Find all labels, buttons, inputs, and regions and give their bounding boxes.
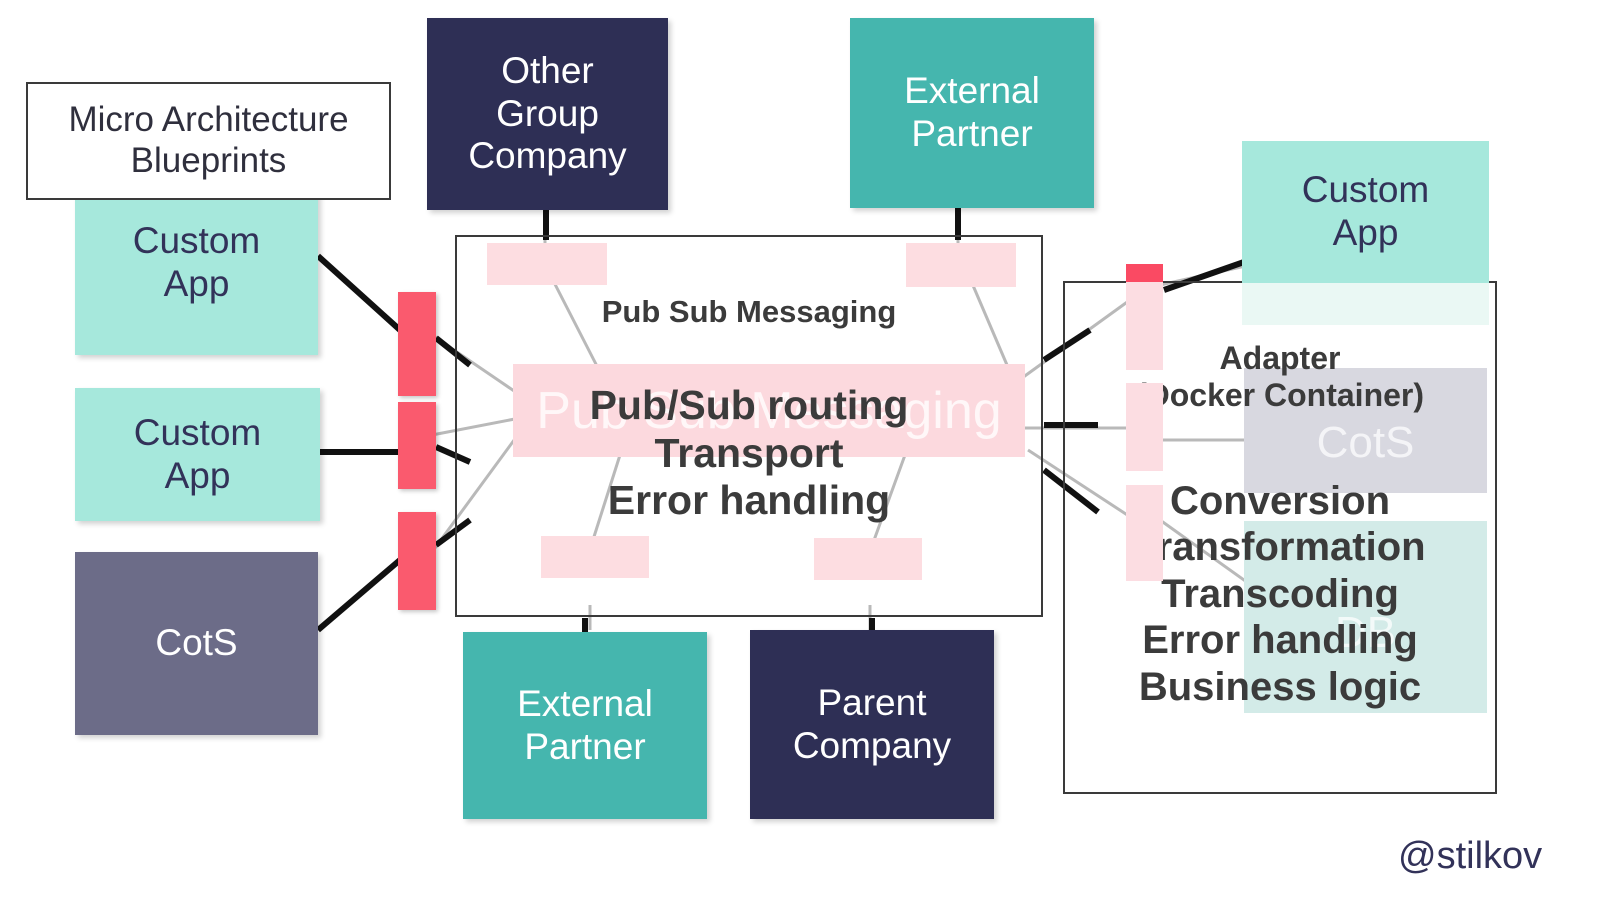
connector-bar-right-1-cap — [1126, 264, 1163, 282]
pink-plate-bottom-left — [541, 536, 649, 578]
adapter-db-ghost-plate: DB — [1244, 521, 1487, 713]
actor-cots-left[interactable]: CotS — [75, 552, 318, 735]
actor-custom-app-left-1[interactable]: Custom App — [75, 170, 318, 355]
pub-sub-messaging-ghost-plate: Pub Sub Messaging — [513, 364, 1025, 457]
pub-sub-messaging-panel — [455, 235, 1043, 617]
pink-plate-top-left — [487, 243, 607, 285]
actor-parent-company[interactable]: Parent Company — [750, 630, 994, 819]
pub-sub-messaging-heading: Pub Sub Messaging — [601, 294, 897, 329]
actor-custom-app-right[interactable]: Custom App — [1242, 141, 1489, 283]
actor-custom-app-left-2[interactable]: Custom App — [75, 388, 320, 521]
pink-plate-top-right — [906, 243, 1016, 287]
author-watermark: @stilkov — [1398, 835, 1543, 877]
adapter-cots-ghost-label: CotS — [1316, 417, 1415, 467]
connector-bar-left-1[interactable] — [398, 292, 436, 396]
actor-external-partner-bottom[interactable]: External Partner — [463, 632, 707, 819]
connector-bar-right-3[interactable] — [1126, 485, 1163, 581]
actor-other-group-company[interactable]: Other Group Company — [427, 18, 668, 210]
custom-app-right-fade — [1242, 283, 1489, 325]
blueprint-title-card: Micro Architecture Blueprints — [26, 82, 391, 200]
connector-bar-right-2[interactable] — [1126, 383, 1163, 471]
connector-bar-left-3[interactable] — [398, 512, 436, 610]
adapter-db-ghost-label: DB — [1334, 608, 1397, 657]
actor-external-partner-top[interactable]: External Partner — [850, 18, 1094, 208]
pub-sub-messaging-ghost-label: Pub Sub Messaging — [536, 381, 1002, 440]
adapter-cots-ghost-plate: CotS — [1244, 368, 1487, 493]
pink-plate-bottom-right — [814, 538, 922, 580]
connector-bar-left-2[interactable] — [398, 402, 436, 489]
